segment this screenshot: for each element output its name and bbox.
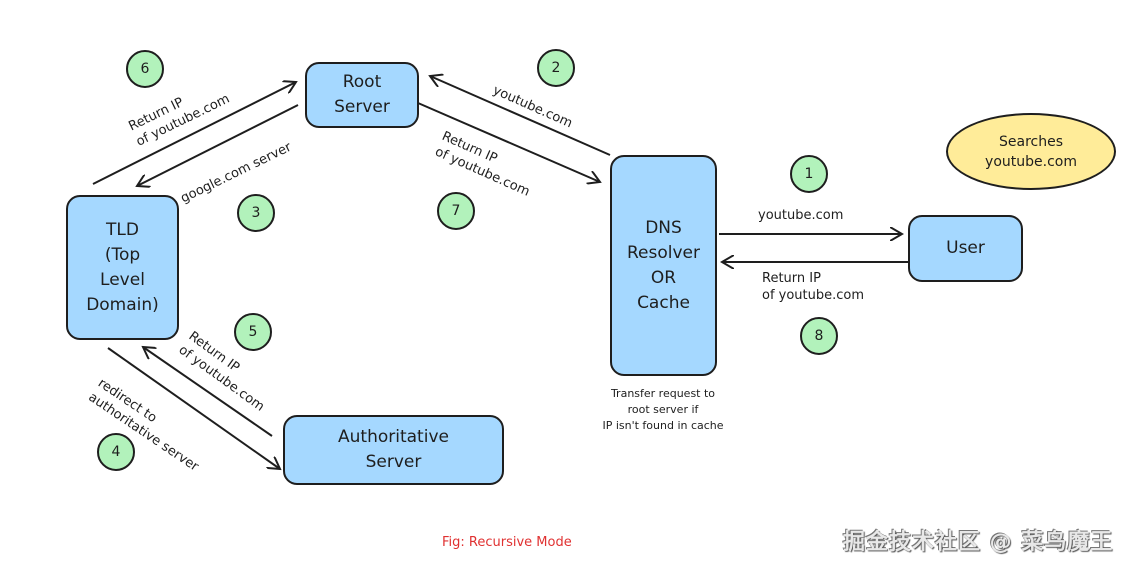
arrow-root-to-tld	[137, 104, 299, 186]
step-7-badge: 7	[437, 192, 475, 230]
searches-youtube-ellipse: Searches youtube.com	[946, 113, 1116, 190]
figure-caption: Fig: Recursive Mode	[442, 535, 572, 550]
arrow-root-to-resolver	[417, 102, 600, 182]
root-server-node: Root Server	[305, 62, 419, 128]
authoritative-server-node: Authoritative Server	[283, 415, 504, 485]
step-8-badge: 8	[800, 317, 838, 355]
resolver-note: Transfer request to root server if IP is…	[602, 387, 724, 432]
label-user-to-resolver: youtube.com	[758, 208, 844, 223]
arrow-resolver-to-root	[430, 76, 611, 156]
tld-node: TLD (Top Level Domain)	[66, 195, 179, 340]
watermark: 掘金技术社区 @ 菜鸟魔王	[843, 530, 1114, 555]
user-node: User	[908, 215, 1023, 282]
step-5-badge: 5	[234, 313, 272, 351]
arrow-tld-to-root	[92, 82, 296, 185]
step-4-badge: 4	[97, 433, 135, 471]
step-2-badge: 2	[537, 49, 575, 87]
dns-resolver-node: DNS Resolver OR Cache	[610, 155, 717, 376]
step-6-badge: 6	[126, 50, 164, 88]
arrow-tld-to-auth	[107, 347, 280, 469]
label-resolver-to-user: Return IP of youtube.com	[762, 271, 865, 303]
step-1-badge: 1	[790, 155, 828, 193]
step-3-badge: 3	[237, 194, 275, 232]
arrow-auth-to-tld	[143, 347, 273, 437]
